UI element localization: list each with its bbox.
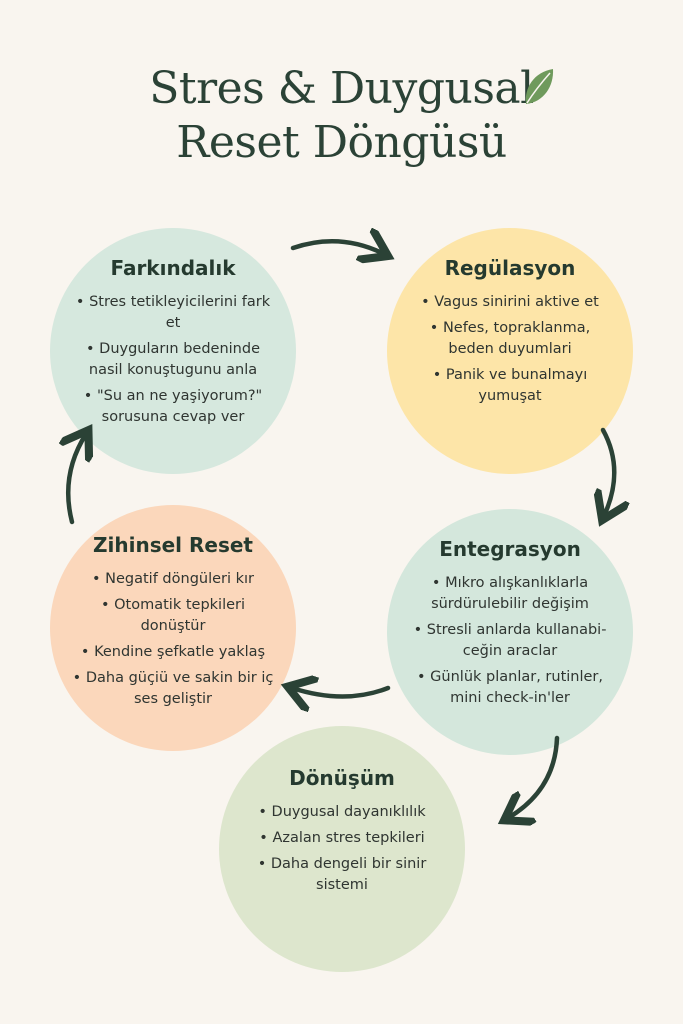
stage-item: Negatif döngüleri kır [68,569,278,590]
stage-item: Azalan stres tepkileri [237,828,447,849]
page-title: Stres & Duygusal Reset Döngüsü [0,62,683,170]
stage-item: Otomatik tepkileri donüştür [68,595,278,637]
title-line-2: Reset Döngüsü [176,117,507,168]
stage-item: Günlük planlar, rutinler, mini check-in'… [405,667,615,709]
stage-item: Daha güçiü ve sakin bir iç ses geliştir [68,668,278,710]
stage-item: "Su an ne yaşiyorum?" sorusuna cevap ver [68,386,278,428]
stage-regulasyon: Regülasyon Vagus sinirini aktive et Nefe… [387,228,633,474]
stage-item: Daha dengeli bir sinir sistemi [237,854,447,896]
stage-title: Farkındalık [110,256,236,280]
stage-title: Regülasyon [444,256,576,280]
arrow-zihinsel-to-farkindalik [68,434,86,525]
stage-item: Vagus sinirini aktive et [405,292,615,313]
stage-title: Dönüşüm [289,766,395,790]
stage-item: Nefes, topraklanma, beden duyumlari [405,318,615,360]
stage-item: Stresli anlarda kullanabi-ceğin araclar [405,620,615,662]
stage-item: Stres tetikleyicilerini fark et [68,292,278,334]
stage-item: Kendine şefkatle yaklaş [68,642,278,663]
stage-title: Entegrasyon [439,537,581,561]
arrow-entegrasyon-to-donusum [508,735,560,818]
stage-item: Panik ve bunalmayı yumuşat [405,365,615,407]
arrow-entegrasyon-to-zihinsel [292,688,391,697]
title-line-1: Stres & Duygusal [149,63,534,114]
stage-donusum: Dönüşüm Duygusal dayanıklılık Azalan str… [219,726,465,972]
stage-item: Duygusal dayanıklılık [237,802,447,823]
stage-item: Mıkro alışkanlıklarla sürdürulebilir değ… [405,573,615,615]
arrow-farkindalik-to-regulasyon [290,241,384,254]
stage-item: Duyguların bedeninde nasil konuştugunu a… [68,339,278,381]
leaf-icon [525,69,554,104]
stage-title: Zihinsel Reset [93,533,253,557]
arrow-regulasyon-to-entegrasyon [603,427,614,516]
stage-entegrasyon: Entegrasyon Mıkro alışkanlıklarla sürdür… [387,509,633,755]
stage-zihinsel-reset: Zihinsel Reset Negatif döngüleri kır Oto… [50,505,296,751]
